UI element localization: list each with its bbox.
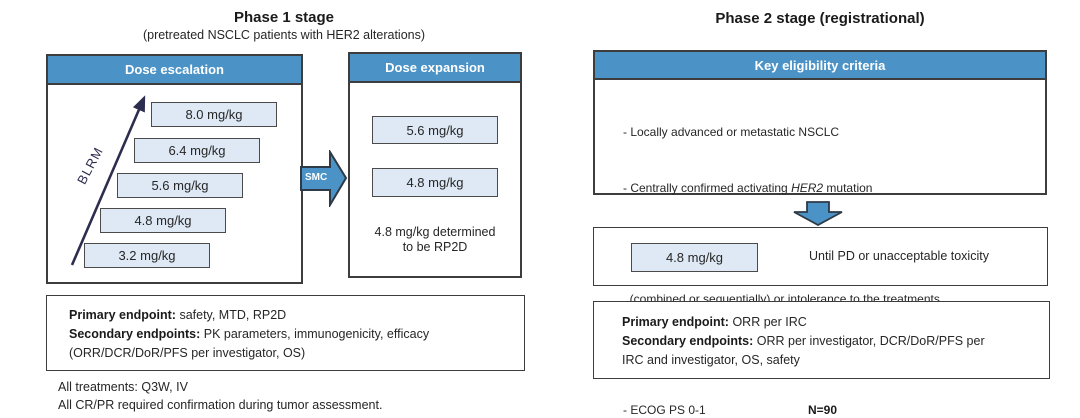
- treatment-duration: Until PD or unacceptable toxicity: [809, 249, 989, 263]
- smc-arrow-icon: [300, 150, 348, 207]
- phase2-secondary-text-2: IRC and investigator, OS, safety: [622, 353, 800, 367]
- phase2-primary-label: Primary endpoint:: [622, 315, 729, 329]
- dose-escalation-header: Dose escalation: [48, 56, 301, 85]
- phase2-secondary-text-1: ORR per investigator, DCR/DoR/PFS per: [753, 334, 985, 348]
- blrm-arrow-icon: [70, 95, 146, 266]
- dose-box-3-2: 3.2 mg/kg: [84, 243, 210, 268]
- dose-escalation-header-label: Dose escalation: [125, 62, 224, 77]
- her2-gene: HER2: [791, 180, 824, 195]
- dose-expansion-header-label: Dose expansion: [385, 60, 485, 75]
- eligibility-item-her2: - Centrally confirmed activating HER2 mu…: [623, 179, 1041, 198]
- phase2-secondary-endpoint: Secondary endpoints: ORR per investigato…: [622, 332, 1043, 351]
- phase1-title: Phase 1 stage: [233, 9, 335, 26]
- eligibility-box: Key eligibility criteria - Locally advan…: [593, 50, 1047, 417]
- expansion-dose-box-4-8: 4.8 mg/kg: [372, 168, 498, 197]
- phase1-secondary-endpoint: Secondary endpoints: PK parameters, immu…: [69, 325, 518, 344]
- down-arrow-icon: [793, 201, 843, 226]
- expansion-dose-box-5-6: 5.6 mg/kg: [372, 116, 498, 144]
- rp2d-note: 4.8 mg/kg determined to be RP2D: [350, 225, 520, 255]
- eligibility-item-nsclc: - Locally advanced or metastatic NSCLC: [623, 125, 840, 139]
- ecog-text: - ECOG PS 0-1: [623, 402, 706, 417]
- phase1-subtitle: (pretreated NSCLC patients with HER2 alt…: [142, 28, 426, 42]
- footnote-confirmation: All CR/PR required confirmation during t…: [58, 397, 383, 412]
- phase1-primary-label: Primary endpoint:: [69, 308, 176, 322]
- dose-escalation-box: Dose escalation BLRM 8.0 mg/kg 6.4 mg/kg…: [46, 54, 303, 284]
- treatment-dose-box: 4.8 mg/kg: [631, 243, 758, 272]
- phase1-primary-endpoint: Primary endpoint: safety, MTD, RP2D: [69, 306, 518, 325]
- dose-box-4-8: 4.8 mg/kg: [100, 208, 226, 233]
- footnotes: All treatments: Q3W, IV All CR/PR requir…: [58, 379, 382, 414]
- rp2d-note-line2: to be RP2D: [402, 240, 468, 254]
- phase2-secondary-label: Secondary endpoints:: [622, 334, 754, 348]
- phase2-primary-text: ORR per IRC: [728, 315, 807, 329]
- dose-expansion-box: Dose expansion 5.6 mg/kg 4.8 mg/kg 4.8 m…: [348, 52, 522, 278]
- dose-expansion-header: Dose expansion: [350, 54, 520, 83]
- phase2-endpoints-box: Primary endpoint: ORR per IRC Secondary …: [593, 301, 1050, 379]
- dose-box-6-4: 6.4 mg/kg: [134, 138, 260, 163]
- phase1-primary-text: safety, MTD, RP2D: [175, 308, 287, 322]
- rp2d-note-line1: 4.8 mg/kg determined: [374, 225, 496, 239]
- eligibility-header-label: Key eligibility criteria: [754, 57, 886, 73]
- her2-suffix: mutation: [823, 180, 873, 195]
- eligibility-item-ecog: - ECOG PS 0-1 N=90: [623, 401, 1041, 418]
- phase1-secondary-label: Secondary endpoints:: [69, 327, 201, 341]
- eligibility-header: Key eligibility criteria: [595, 52, 1045, 80]
- phase2-title: Phase 2 stage (registrational): [715, 10, 925, 27]
- treatment-box: 4.8 mg/kg Until PD or unacceptable toxic…: [593, 227, 1048, 286]
- dose-box-5-6: 5.6 mg/kg: [117, 173, 243, 198]
- footnote-treatments: All treatments: Q3W, IV: [58, 380, 188, 394]
- smc-label: SMC: [305, 172, 328, 183]
- dose-box-8-0: 8.0 mg/kg: [151, 102, 277, 127]
- phase1-secondary-text-2: (ORR/DCR/DoR/PFS per investigator, OS): [69, 346, 306, 360]
- phase1-secondary-text-1: PK parameters, immunogenicity, efficacy: [200, 327, 430, 341]
- phase2-primary-endpoint: Primary endpoint: ORR per IRC: [622, 313, 1043, 332]
- n-count: N=90: [808, 402, 838, 417]
- phase1-endpoints-box: Primary endpoint: safety, MTD, RP2D Seco…: [46, 295, 525, 371]
- her2-prefix: - Centrally confirmed activating: [623, 180, 792, 195]
